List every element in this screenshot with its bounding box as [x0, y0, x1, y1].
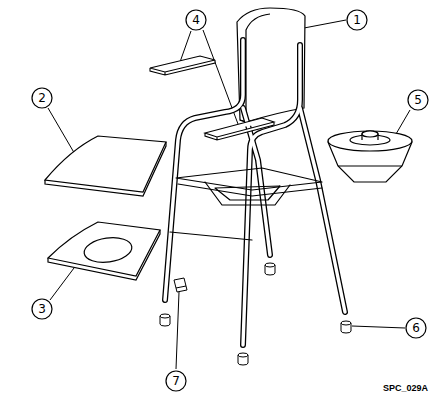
armrest-pads — [150, 56, 274, 140]
callout-number: 1 — [346, 9, 368, 27]
frame — [165, 40, 345, 345]
leader-line — [50, 268, 74, 300]
frame-fill — [165, 40, 345, 345]
seat-rail — [178, 184, 322, 196]
bucket-lid — [328, 131, 412, 151]
callout-circle: 4 — [185, 9, 207, 31]
callout-ring — [32, 88, 52, 108]
foot-cap — [160, 314, 170, 326]
callout-circle: 3 — [31, 298, 53, 320]
callout-number: 6 — [405, 317, 427, 335]
seat-hole — [83, 235, 134, 265]
drawing-code: SPC_029A — [383, 383, 428, 393]
frame-outline — [165, 40, 345, 345]
leader-line — [176, 292, 179, 369]
bucket-edge — [338, 165, 402, 166]
callout-circle: 1 — [346, 9, 368, 31]
bucket-pan — [215, 186, 280, 200]
tube — [165, 40, 243, 300]
callout-circle: 2 — [31, 87, 53, 109]
commode-bucket — [328, 131, 412, 182]
foot-cap — [238, 353, 248, 365]
backrest-panel — [237, 8, 305, 122]
leader-line — [48, 108, 76, 156]
callout-number: 5 — [407, 89, 429, 107]
callout-ring — [32, 299, 52, 319]
callout-ring — [406, 318, 426, 338]
leader-line — [304, 20, 346, 28]
callout-number: 3 — [31, 298, 53, 316]
callout-circle: 7 — [165, 370, 187, 392]
foot-cap — [265, 263, 275, 275]
callout-circle: 5 — [407, 89, 429, 111]
armrest-pad — [150, 56, 215, 75]
callout-ring — [347, 10, 367, 30]
clip-part — [174, 278, 187, 292]
crossbar — [170, 232, 252, 240]
callout-circle: 6 — [405, 317, 427, 339]
toilet-seat-top — [48, 222, 160, 276]
seat-frame — [170, 168, 322, 240]
callout-ring — [408, 90, 428, 110]
feet-caps — [160, 263, 351, 365]
callout-number: 7 — [165, 370, 187, 388]
armrest-pad — [205, 118, 274, 140]
leader-lines — [48, 20, 410, 369]
callout-ring — [166, 371, 186, 391]
backrest — [237, 8, 305, 122]
lid-knob — [362, 131, 378, 140]
leader-line — [352, 326, 405, 328]
bucket-holder — [205, 182, 290, 205]
toilet-seat — [48, 222, 160, 280]
lid-knob-top — [362, 131, 378, 137]
foot-cap — [341, 321, 351, 333]
seat-cover-top — [45, 136, 166, 192]
leader-line — [396, 110, 410, 134]
callout-ring — [186, 10, 206, 30]
leader-line — [180, 31, 191, 62]
clip — [174, 278, 187, 292]
callout-number: 2 — [31, 87, 53, 105]
callout-number: 4 — [185, 9, 207, 27]
seat-cover — [45, 136, 166, 196]
tube — [165, 40, 243, 300]
